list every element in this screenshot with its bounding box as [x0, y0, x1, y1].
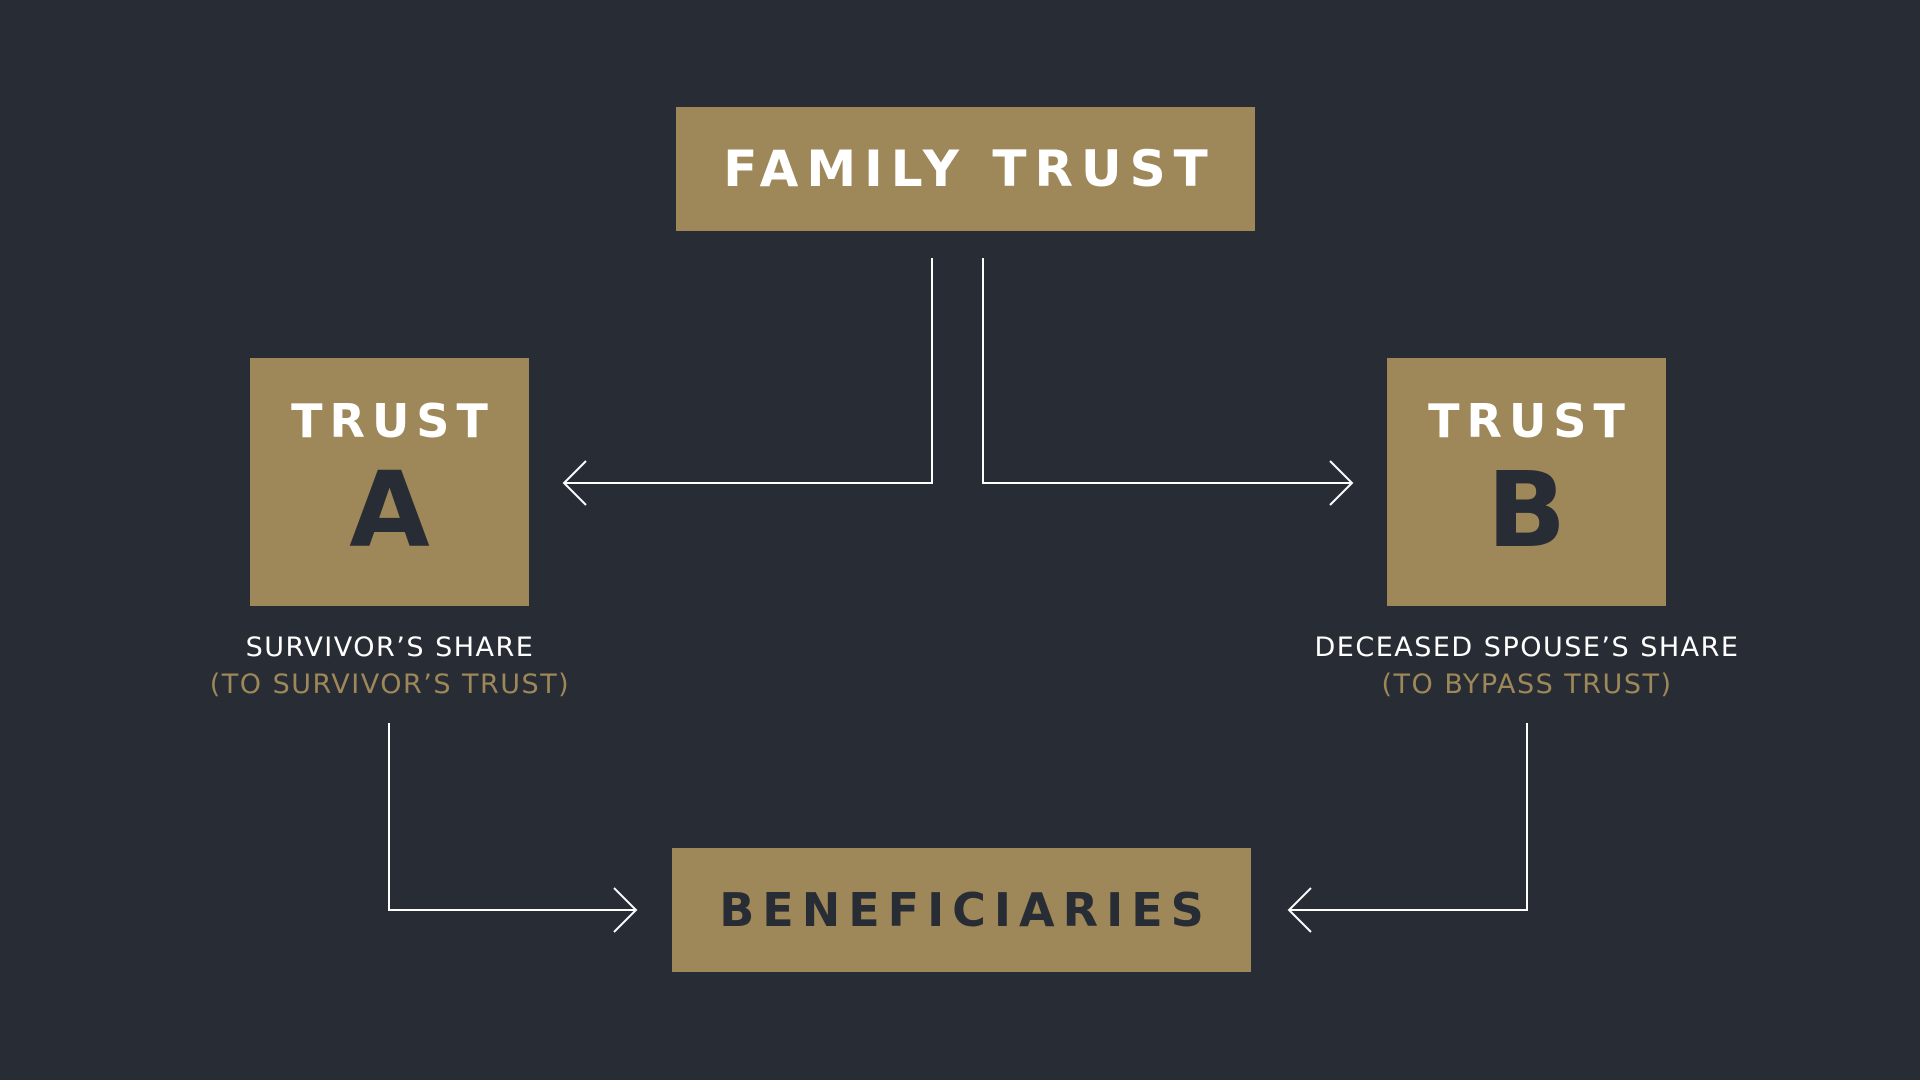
trust-a-letter: A — [349, 449, 430, 571]
trust-a-caption: SURVIVOR’S SHARE (TO SURVIVOR’S TRUST) — [140, 629, 640, 703]
trust-a-word: TRUST — [291, 394, 495, 448]
beneficiaries-label: BENEFICIARIES — [719, 883, 1212, 937]
connector-trust-a-to-beneficiaries — [388, 723, 636, 911]
beneficiaries-box: BENEFICIARIES — [672, 848, 1251, 972]
connector-family-to-trust-a — [564, 258, 933, 484]
trust-a-caption-main: SURVIVOR’S SHARE — [245, 632, 535, 663]
trust-b-caption-sub: (TO BYPASS TRUST) — [1381, 669, 1673, 700]
connector-family-to-trust-b — [982, 258, 1352, 484]
family-trust-label: FAMILY TRUST — [723, 140, 1216, 198]
arrowhead-right-icon — [1329, 460, 1354, 506]
trust-b-caption: DECEASED SPOUSE’S SHARE (TO BYPASS TRUST… — [1227, 629, 1827, 703]
trust-b-word: TRUST — [1428, 394, 1632, 448]
family-trust-box: FAMILY TRUST — [676, 107, 1255, 231]
trust-b-caption-main: DECEASED SPOUSE’S SHARE — [1314, 632, 1740, 663]
trust-a-box: TRUST A — [250, 358, 529, 606]
arrowhead-right-icon — [613, 887, 638, 933]
trust-a-caption-sub: (TO SURVIVOR’S TRUST) — [209, 669, 571, 700]
arrowhead-left-icon — [1287, 887, 1312, 933]
arrowhead-left-icon — [562, 460, 587, 506]
connector-trust-b-to-beneficiaries — [1289, 723, 1528, 911]
trust-b-letter: B — [1486, 449, 1567, 571]
trust-b-box: TRUST B — [1387, 358, 1666, 606]
